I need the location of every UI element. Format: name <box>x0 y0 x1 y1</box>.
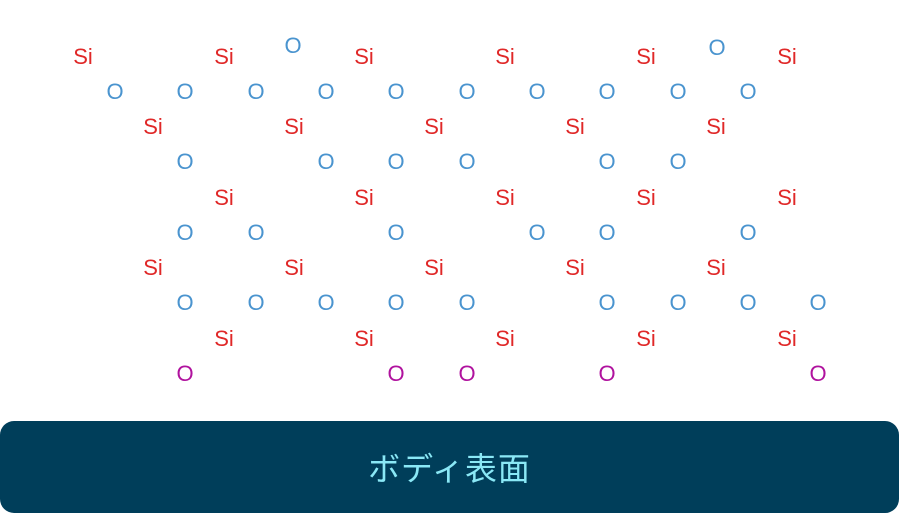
silicon-atom: Si <box>143 114 163 139</box>
oxygen-atom: O <box>176 149 194 174</box>
silicon-atom: Si <box>565 114 585 139</box>
silicon-atom: Si <box>495 185 515 210</box>
oxygen-atom: O <box>708 35 726 60</box>
oxygen-atom: O <box>458 79 476 104</box>
oxygen-atom: O <box>739 79 757 104</box>
oxygen-atom: O <box>317 290 335 315</box>
oxygen-atom: O <box>528 220 546 245</box>
oxygen-atom: O <box>176 79 194 104</box>
oxygen-atom: O <box>598 149 616 174</box>
oxygen-atom: O <box>387 149 405 174</box>
oxygen-atom: O <box>458 149 476 174</box>
silicon-atom: Si <box>354 44 374 69</box>
silicon-atom: Si <box>636 44 656 69</box>
silicon-atom: Si <box>284 255 304 280</box>
surface-oxygen-atom: O <box>387 361 405 386</box>
oxygen-atom: O <box>387 79 405 104</box>
silicon-atom: Si <box>565 255 585 280</box>
oxygen-atom: O <box>247 79 265 104</box>
body-surface-label: ボディ表面 <box>368 450 531 488</box>
silicon-atom: Si <box>636 326 656 351</box>
silicon-atom: Si <box>214 44 234 69</box>
oxygen-atom: O <box>247 220 265 245</box>
oxygen-atom: O <box>458 290 476 315</box>
oxygen-atom: O <box>528 79 546 104</box>
oxygen-atom: O <box>387 220 405 245</box>
oxygen-atom: O <box>106 79 124 104</box>
oxygen-atom: O <box>387 290 405 315</box>
silicon-atom: Si <box>777 44 797 69</box>
silicon-atom: Si <box>706 255 726 280</box>
silicon-atom: Si <box>495 326 515 351</box>
silicon-atom: Si <box>424 114 444 139</box>
oxygen-atom: O <box>176 290 194 315</box>
oxygen-atom: O <box>317 79 335 104</box>
oxygen-atom: O <box>598 220 616 245</box>
silicon-atom: Si <box>777 326 797 351</box>
oxygen-atom: O <box>669 79 687 104</box>
silicon-atom: Si <box>424 255 444 280</box>
oxygen-atom: O <box>247 290 265 315</box>
oxygen-atom: O <box>739 220 757 245</box>
silicon-atom: Si <box>214 326 234 351</box>
silicon-atom: Si <box>495 44 515 69</box>
oxygen-atom: O <box>284 33 302 58</box>
oxygen-atom: O <box>598 79 616 104</box>
silicon-atom: Si <box>284 114 304 139</box>
oxygen-atom: O <box>176 220 194 245</box>
oxygen-atom: O <box>317 149 335 174</box>
silicon-atom: Si <box>354 326 374 351</box>
oxygen-atom: O <box>809 290 827 315</box>
body-surface-bar: ボディ表面 <box>0 421 899 513</box>
silicon-atom: Si <box>706 114 726 139</box>
surface-oxygen-atom: O <box>458 361 476 386</box>
silicon-atom: Si <box>214 185 234 210</box>
oxygen-atom: O <box>669 149 687 174</box>
oxygen-atom: O <box>669 290 687 315</box>
surface-oxygen-atom: O <box>809 361 827 386</box>
silicon-atom: Si <box>354 185 374 210</box>
silicon-atom: Si <box>73 44 93 69</box>
silicon-atom: Si <box>143 255 163 280</box>
oxygen-atom: O <box>739 290 757 315</box>
silicon-atom: Si <box>636 185 656 210</box>
oxygen-atom: O <box>598 290 616 315</box>
surface-oxygen-atom: O <box>176 361 194 386</box>
surface-oxygen-atom: O <box>598 361 616 386</box>
silicon-atom: Si <box>777 185 797 210</box>
